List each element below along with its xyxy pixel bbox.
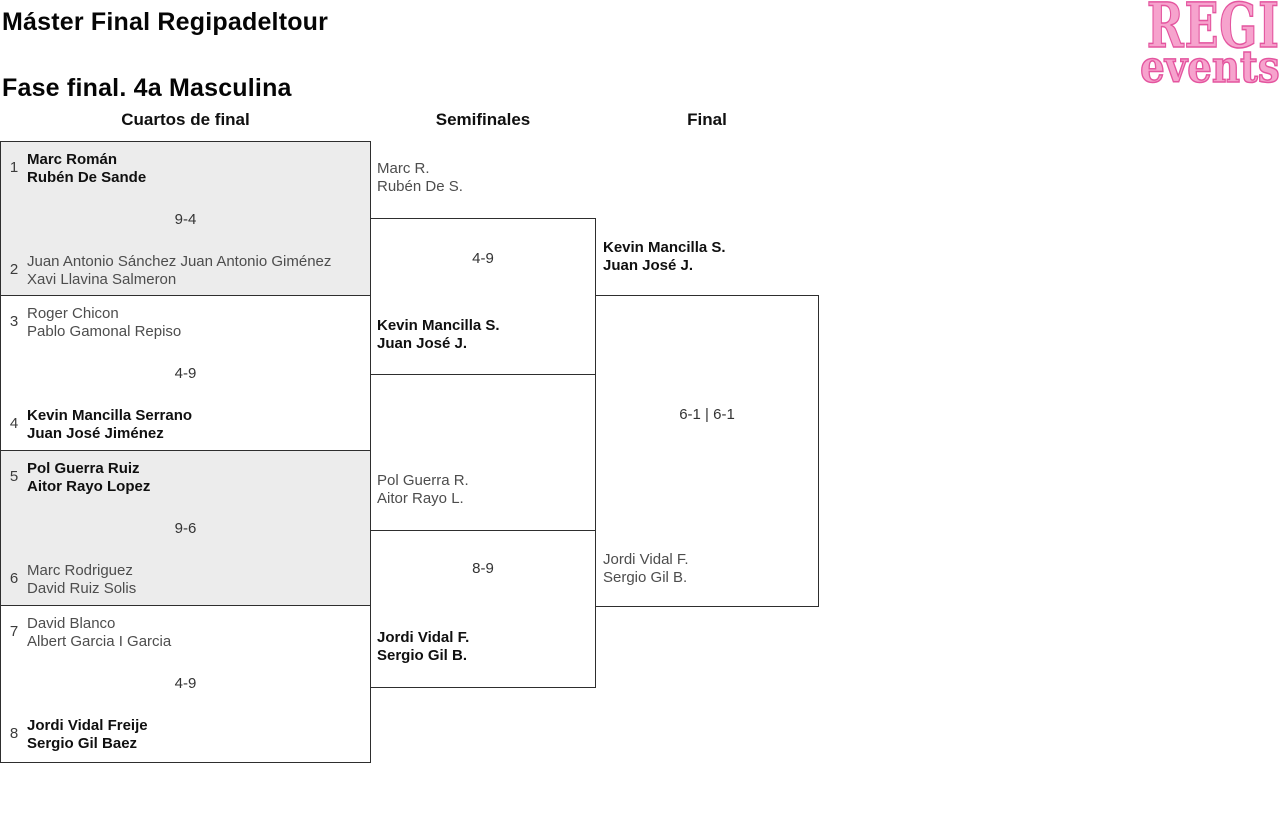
seed-number: 2 <box>9 261 19 278</box>
match-score: 4-9 <box>174 365 197 382</box>
logo-word-events: events <box>1140 42 1280 93</box>
player-name: Kevin Mancilla S. <box>377 317 500 334</box>
player-name: Sergio Gil Baez <box>27 735 138 752</box>
player-name: Rubén De S. <box>377 178 463 195</box>
player-name: Juan Antonio Sánchez Juan Antonio Giméne… <box>27 253 332 270</box>
player-name: Albert Garcia I Garcia <box>27 633 172 650</box>
player-name: Marc Rodriguez <box>27 562 133 579</box>
player-name: Juan José J. <box>603 257 694 274</box>
pair-names: Jordi Vidal F. Sergio Gil B. <box>377 629 469 665</box>
match-score: 4-9 <box>174 675 197 692</box>
pair-names: Marc Rodriguez David Ruiz Solis <box>27 562 366 598</box>
player-name: Pol Guerra Ruiz <box>27 460 140 477</box>
quarterfinal-match-2: 3 Roger Chicon Pablo Gamonal Repiso 4-9 … <box>0 295 371 451</box>
match-score: 8-9 <box>472 560 494 577</box>
pair-names: Jordi Vidal Freije Sergio Gil Baez <box>27 717 366 753</box>
pair-names: Marc R. Rubén De S. <box>377 160 463 196</box>
pair-names: Marc Román Rubén De Sande <box>27 151 366 187</box>
final-match <box>595 295 819 607</box>
player-name: Aitor Rayo L. <box>377 490 464 507</box>
pair-names: Roger Chicon Pablo Gamonal Repiso <box>27 305 366 341</box>
match-score: 9-4 <box>174 211 197 228</box>
page-title: Máster Final Regipadeltour Fase final. 4… <box>2 6 328 105</box>
quarterfinal-match-4: 7 David Blanco Albert Garcia I Garcia 4-… <box>0 605 371 763</box>
player-name: Marc R. <box>377 160 430 177</box>
player-name: Kevin Mancilla Serrano <box>27 407 193 424</box>
quarterfinal-match-1: 1 Marc Román Rubén De Sande 9-4 2 Juan A… <box>0 141 371 296</box>
player-name: Kevin Mancilla S. <box>603 239 726 256</box>
match-score: 4-9 <box>472 250 494 267</box>
player-name: Jordi Vidal F. <box>377 629 470 646</box>
quarterfinal-match-3: 5 Pol Guerra Ruiz Aitor Rayo Lopez 9-6 6… <box>0 450 371 606</box>
player-name: Sergio Gil B. <box>603 569 688 586</box>
seed-number: 6 <box>9 570 19 587</box>
logo-word-regi: REGI <box>1146 0 1280 62</box>
seed-number: 1 <box>9 159 19 176</box>
match-score: 9-6 <box>174 520 197 537</box>
seed-number: 4 <box>9 415 19 432</box>
pair-names: Juan Antonio Sánchez Juan Antonio Giméne… <box>27 253 366 289</box>
player-name: Jordi Vidal Freije <box>27 717 148 734</box>
player-name: Pablo Gamonal Repiso <box>27 323 182 340</box>
phase-subtitle: Fase final. 4a Masculina <box>2 74 292 102</box>
pair-names: David Blanco Albert Garcia I Garcia <box>27 615 366 651</box>
player-name: Pol Guerra R. <box>377 472 469 489</box>
tournament-title: Máster Final Regipadeltour <box>2 8 329 36</box>
regi-events-logo: REGI events <box>1095 0 1280 93</box>
column-header-quarterfinals: Cuartos de final <box>121 110 250 129</box>
player-name: Marc Román <box>27 151 118 168</box>
column-header-semifinals: Semifinales <box>435 110 531 129</box>
semifinal-match-2 <box>370 530 596 688</box>
player-name: Xavi Llavina Salmeron <box>27 271 177 288</box>
column-header-final: Final <box>687 110 727 129</box>
player-name: Sergio Gil B. <box>377 647 468 664</box>
seed-number: 3 <box>9 313 19 330</box>
player-name: Jordi Vidal F. <box>603 551 689 568</box>
player-name: Aitor Rayo Lopez <box>27 478 151 495</box>
pair-names: Pol Guerra Ruiz Aitor Rayo Lopez <box>27 460 366 496</box>
pair-names: Kevin Mancilla Serrano Juan José Jiménez <box>27 407 366 443</box>
pair-names: Jordi Vidal F. Sergio Gil B. <box>603 551 689 587</box>
match-score: 6-1 | 6-1 <box>679 406 735 423</box>
player-name: Juan José Jiménez <box>27 425 164 442</box>
player-name: David Blanco <box>27 615 116 632</box>
player-name: Rubén De Sande <box>27 169 147 186</box>
seed-number: 7 <box>9 623 19 640</box>
pair-names: Kevin Mancilla S. Juan José J. <box>377 317 500 353</box>
pair-names: Kevin Mancilla S. Juan José J. <box>603 239 726 275</box>
player-name: Roger Chicon <box>27 305 119 322</box>
seed-number: 5 <box>9 468 19 485</box>
player-name: Juan José J. <box>377 335 468 352</box>
seed-number: 8 <box>9 725 19 742</box>
pair-names: Pol Guerra R. Aitor Rayo L. <box>377 472 469 508</box>
player-name: David Ruiz Solis <box>27 580 137 597</box>
